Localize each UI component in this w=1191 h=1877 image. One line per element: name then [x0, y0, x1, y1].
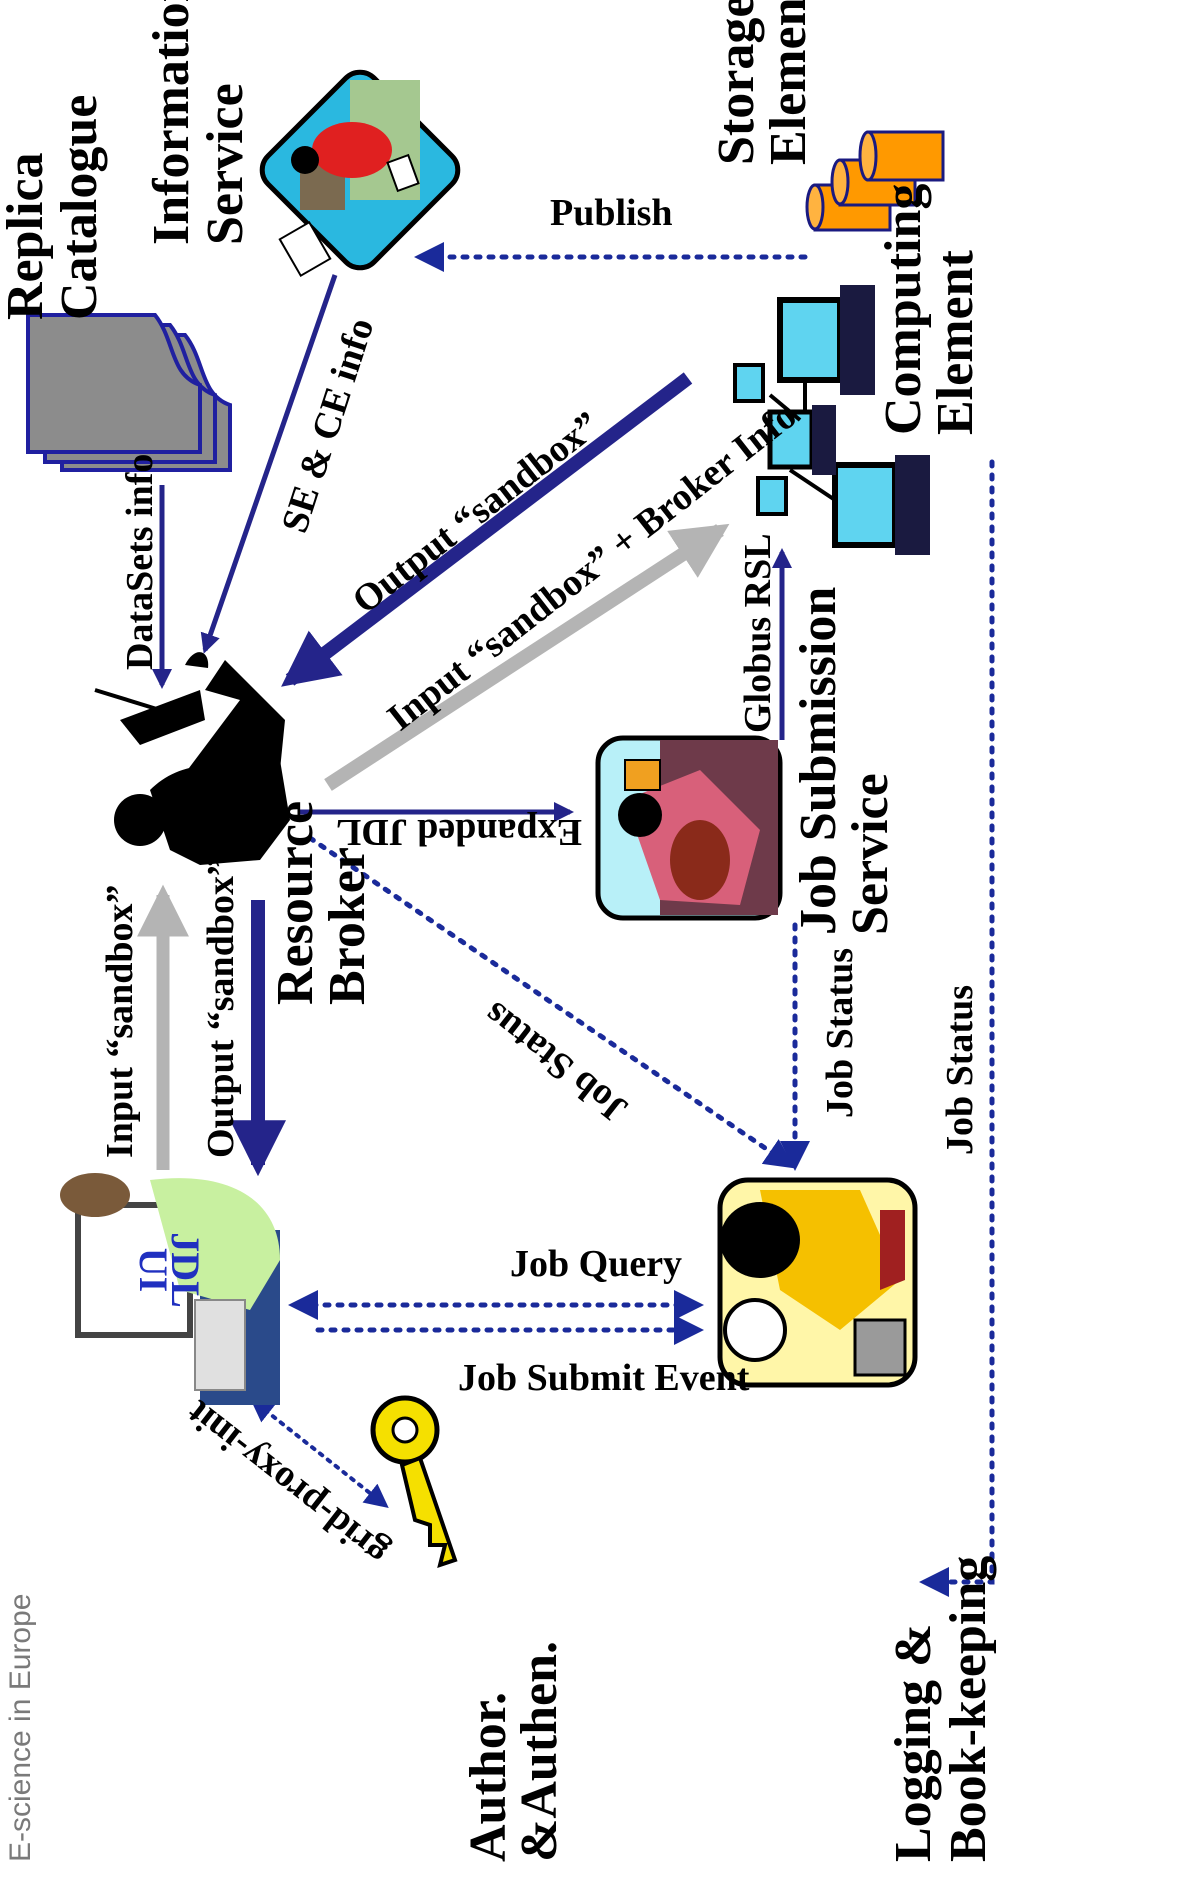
job-status-rb-label: Job Status: [476, 993, 636, 1131]
resource-broker-icon: [94, 652, 290, 865]
output-sandbox-ce-arrow: [281, 372, 693, 687]
job-status-jss-label: Job Status: [819, 948, 861, 1118]
logging-bookkeeping-label-2: Book-keeping: [940, 1556, 997, 1862]
information-service-label-2: Service: [197, 83, 254, 245]
information-service-icon: [259, 69, 461, 278]
input-sandbox-broker-arrow: [324, 523, 730, 791]
footer-text: E-science in Europe: [4, 1594, 37, 1862]
ui-label: UI: [131, 1248, 176, 1292]
job-query-label: Job Query: [510, 1243, 682, 1285]
job-submission-service-label-2: Service: [842, 773, 899, 935]
datasets-info-label: DataSets info: [119, 454, 161, 670]
job-submission-service-label-1: Job Submission: [790, 587, 847, 935]
ui-jdl-icon: UI JDL: [60, 1173, 280, 1405]
se-ce-info-arrow: [200, 274, 338, 654]
resource-broker-label-2: Broker: [319, 847, 376, 1005]
replica-catalogue-icon: [26, 313, 232, 472]
author-authen-label-1: Author.: [460, 1692, 517, 1862]
key-icon: [370, 1395, 458, 1569]
storage-element-label-2: Element: [760, 0, 817, 165]
logging-bookkeeping-label-1: Logging &: [885, 1624, 942, 1862]
grid-proxy-init-label: grid-proxy-init: [179, 1392, 396, 1574]
information-service-label-1: Information: [143, 0, 200, 245]
job-status-ce-label: Job Status: [939, 985, 981, 1155]
resource-broker-label-1: Resource: [267, 801, 324, 1005]
storage-element-icon: [805, 130, 945, 232]
job-submit-event-label: Job Submit Event: [458, 1357, 750, 1399]
input-sandbox-ui-label: Input “sandbox”: [99, 884, 141, 1158]
storage-element-label-1: Storage: [708, 0, 765, 165]
computing-element-label-1: Computing: [875, 184, 932, 435]
computing-element-icon: [733, 285, 930, 555]
logging-bookkeeping-icon: [717, 1177, 918, 1388]
replica-catalogue-label-2: Catalogue: [51, 95, 108, 320]
expanded-jdl-label: Expanded JDL: [336, 811, 582, 853]
job-submission-service-icon: [595, 735, 783, 921]
replica-catalogue-label-1: Replica: [0, 152, 54, 320]
output-sandbox-ui-label: Output “sandbox”: [200, 857, 242, 1158]
se-ce-info-label: SE & CE info: [274, 313, 383, 538]
job-status-ce-arrow: [919, 459, 995, 1597]
publish-label: Publish: [550, 192, 673, 234]
computing-element-label-2: Element: [927, 249, 984, 435]
jdl-label: JDL: [163, 1232, 208, 1308]
globus-rsl-label: Globus RSL: [737, 533, 779, 733]
job-status-rb-arrow: [307, 835, 795, 1169]
author-authen-label-2: &Authen.: [511, 1641, 568, 1862]
